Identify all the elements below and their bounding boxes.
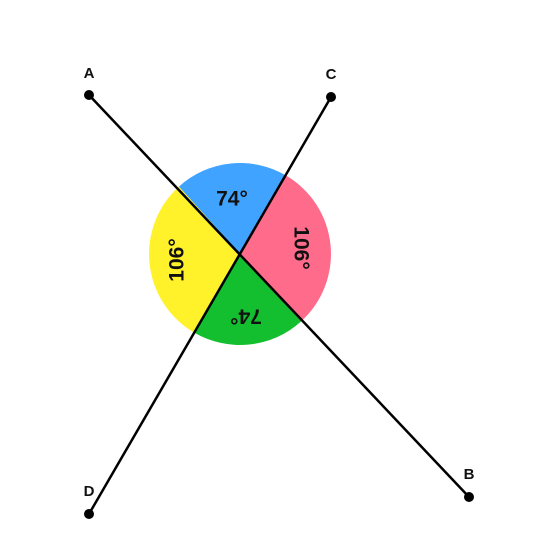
point-b bbox=[464, 492, 474, 502]
angle-label-bottom: 74° bbox=[230, 304, 262, 327]
angle-label-right: 106° bbox=[289, 226, 312, 269]
point-label-c: C bbox=[326, 66, 337, 83]
angle-sector-right bbox=[240, 175, 331, 322]
point-c bbox=[326, 92, 336, 102]
angle-sector-top bbox=[178, 163, 286, 254]
point-a bbox=[84, 90, 94, 100]
point-d bbox=[84, 509, 94, 519]
angle-label-top: 74° bbox=[216, 188, 248, 211]
point-label-a: A bbox=[84, 65, 95, 82]
point-label-d: D bbox=[84, 483, 95, 500]
point-label-b: B bbox=[464, 466, 475, 483]
line-cd bbox=[87, 96, 333, 515]
angle-sector-bottom bbox=[194, 254, 302, 345]
angle-label-left: 106° bbox=[166, 238, 189, 281]
angle-sector-left bbox=[149, 186, 240, 333]
line-ab bbox=[88, 94, 470, 498]
